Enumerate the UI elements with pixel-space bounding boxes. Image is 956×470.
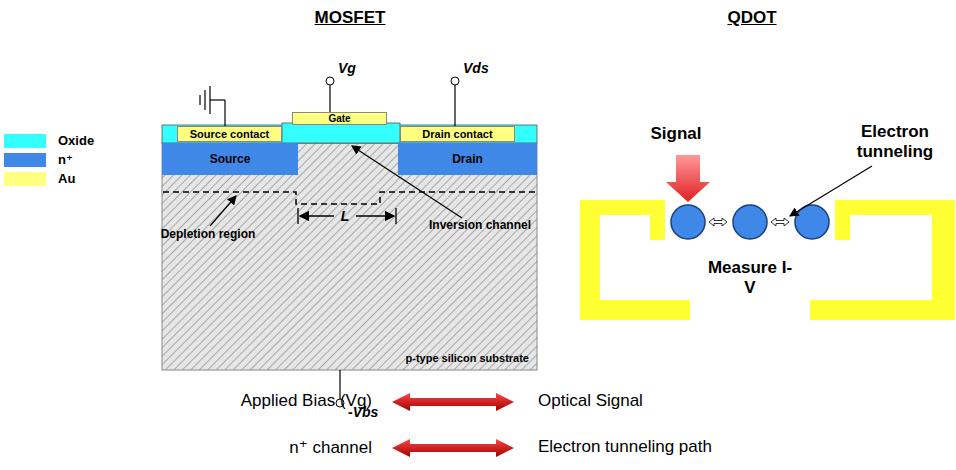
legend-text: n⁺: [58, 152, 73, 167]
node-text: p-type silicon substrate: [406, 352, 529, 364]
node-text: Drain: [452, 152, 483, 166]
drain-region: Drain: [398, 143, 537, 175]
callout-label: Electron tunneling: [840, 122, 950, 161]
dimension: L: [341, 208, 350, 224]
node-text: Drain contact: [422, 128, 492, 140]
node-text: Gate: [328, 113, 350, 124]
heading: QDOT: [727, 8, 776, 28]
measurement-label: Measure I-V: [705, 258, 795, 297]
source-contact: Source contact: [177, 126, 282, 142]
region-label: Inversion channel: [429, 218, 531, 232]
analogy-text: Optical Signal: [538, 391, 643, 411]
signal-label: Signal: [650, 124, 701, 144]
node-text: Source contact: [190, 128, 269, 140]
region-label: Depletion region: [161, 227, 256, 241]
heading: MOSFET: [315, 8, 386, 28]
analogy-text: Applied Bias (Vg): [241, 391, 372, 411]
node-text: Source: [210, 152, 251, 166]
analogy-text: Electron tunneling path: [538, 437, 712, 457]
terminal-name: Vds: [463, 60, 489, 76]
legend-text: Oxide: [58, 133, 94, 148]
legend-swatch: [4, 153, 46, 167]
legend-text: Au: [58, 171, 75, 186]
substrate: p-type silicon substrate: [162, 143, 537, 370]
legend-swatch: [4, 134, 46, 148]
legend-swatch: [4, 172, 46, 186]
terminal-name: Vg: [338, 60, 356, 76]
analogy-text: n⁺ channel: [289, 437, 372, 458]
source-region: Source: [162, 143, 298, 175]
drain-contact: Drain contact: [400, 126, 515, 142]
gate-electrode: Gate: [292, 112, 387, 125]
